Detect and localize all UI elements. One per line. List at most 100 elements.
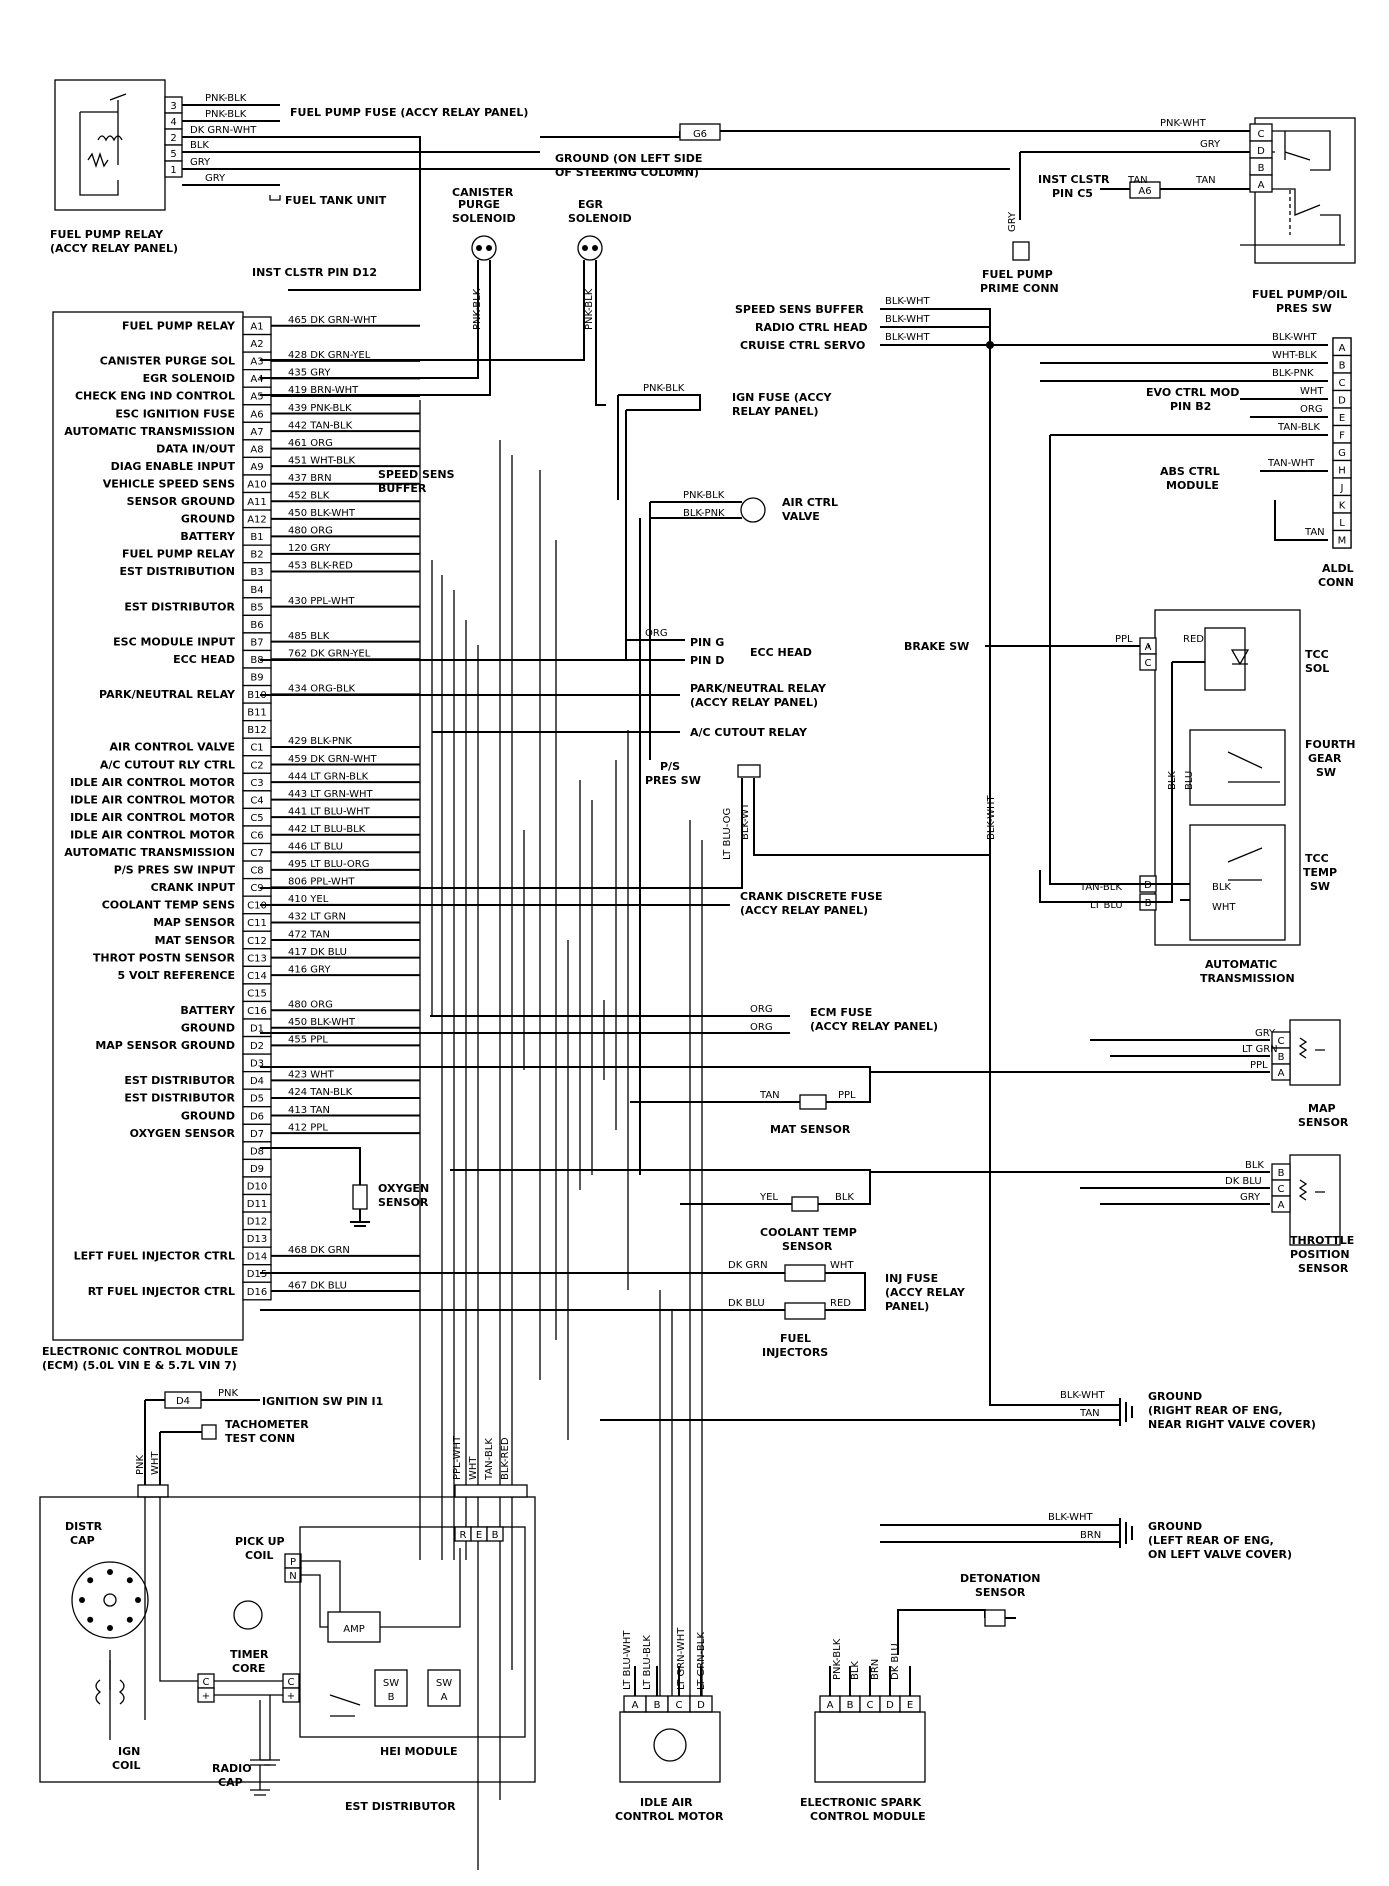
- ground-right: BLK-WHT TAN GROUND (RIGHT REAR OF ENG, N…: [600, 1390, 1316, 1431]
- injector-right: [784, 1302, 826, 1320]
- ecm-pin-function: MAP SENSOR: [153, 916, 235, 929]
- ecm-pin-function: GROUND: [181, 1022, 235, 1035]
- fp-oil-pin-label: C: [1258, 129, 1265, 140]
- svg-text:DK BLU: DK BLU: [728, 1298, 765, 1309]
- ecm-pin-id: B4: [250, 585, 263, 596]
- ecm-pin-function: AIR CONTROL VALVE: [109, 741, 235, 754]
- ecm-pin-id: D8: [250, 1146, 264, 1157]
- ground-steering-label-2: OF STEERING COLUMN): [555, 166, 699, 179]
- svg-text:BLK-WHT: BLK-WHT: [885, 314, 931, 325]
- svg-text:EGR: EGR: [578, 198, 604, 211]
- svg-text:GRY: GRY: [1240, 1192, 1261, 1203]
- svg-text:PNK-BLK: PNK-BLK: [643, 383, 685, 394]
- ecm-wire-label: 762 DK GRN-YEL: [288, 648, 371, 659]
- svg-text:BLU: BLU: [1184, 771, 1195, 790]
- svg-text:RED: RED: [1183, 634, 1204, 645]
- svg-text:A6: A6: [1138, 186, 1151, 197]
- svg-text:SOLENOID: SOLENOID: [568, 212, 632, 225]
- ecm-pin-function: FUEL PUMP RELAY: [122, 548, 236, 561]
- ecm-pin-function: IDLE AIR CONTROL MOTOR: [70, 811, 235, 824]
- svg-text:RELAY PANEL): RELAY PANEL): [732, 405, 819, 418]
- svg-text:SPEED SENS: SPEED SENS: [378, 468, 455, 481]
- sw-a: [427, 1669, 461, 1707]
- svg-text:OXYGEN: OXYGEN: [378, 1182, 429, 1195]
- svg-text:LT BLU-OG: LT BLU-OG: [722, 808, 733, 860]
- ecm-pin-id: C3: [250, 778, 263, 789]
- tps-outline: [1289, 1154, 1341, 1246]
- svg-text:PRES SW: PRES SW: [1276, 302, 1332, 315]
- svg-text:AUTOMATIC: AUTOMATIC: [1205, 958, 1277, 971]
- svg-text:BLK-WHT: BLK-WHT: [885, 296, 931, 307]
- prime-conn: [1012, 241, 1030, 261]
- sw-b: [374, 1669, 408, 1707]
- ecm-pin-function: EST DISTRIBUTION: [120, 565, 235, 578]
- svg-text:TAN: TAN: [1304, 527, 1325, 538]
- ecm-pin-id: B2: [250, 550, 263, 561]
- ecm-pin-function: CRANK INPUT: [151, 881, 236, 894]
- svg-text:RED: RED: [830, 1298, 851, 1309]
- svg-text:ELECTRONIC SPARK: ELECTRONIC SPARK: [800, 1796, 922, 1809]
- svg-text:MAP: MAP: [1308, 1102, 1336, 1115]
- relay-wire-5: GRY: [190, 157, 211, 168]
- aldl-pin-label: K: [1339, 501, 1346, 512]
- ecm-pin-id: D1: [250, 1024, 264, 1035]
- ecm-wire-label: 465 DK GRN-WHT: [288, 315, 377, 326]
- ecm-wire-label: 485 BLK: [288, 631, 330, 642]
- ecm-wire-label: 468 DK GRN: [288, 1245, 350, 1256]
- ecm-wire-label: 423 WHT: [288, 1070, 335, 1081]
- ecm-pin-id: D12: [247, 1217, 267, 1228]
- svg-text:TACHOMETER: TACHOMETER: [225, 1418, 309, 1431]
- aldl-pin-label: J: [1340, 483, 1344, 494]
- svg-text:LT BLU-BLK: LT BLU-BLK: [642, 1635, 653, 1690]
- svg-text:WHT: WHT: [1300, 386, 1324, 397]
- svg-text:SW: SW: [383, 1678, 399, 1689]
- svg-text:(RIGHT REAR OF ENG,: (RIGHT REAR OF ENG,: [1148, 1404, 1283, 1417]
- svg-text:C: C: [203, 1677, 210, 1688]
- svg-text:MODULE: MODULE: [1166, 479, 1219, 492]
- svg-text:TAN-BLK: TAN-BLK: [484, 1438, 495, 1481]
- relay-pin-label: 1: [170, 165, 176, 176]
- svg-text:PANEL): PANEL): [885, 1300, 929, 1313]
- svg-text:TCC: TCC: [1305, 852, 1329, 865]
- svg-text:PPL-WHT: PPL-WHT: [452, 1435, 463, 1480]
- svg-text:ORG: ORG: [750, 1022, 773, 1033]
- svg-text:BLK-WHT: BLK-WHT: [885, 332, 931, 343]
- svg-text:BLK-PNK: BLK-PNK: [683, 508, 725, 519]
- esc-pin-label: D: [886, 1700, 894, 1711]
- svg-text:PNK-BLK: PNK-BLK: [832, 1638, 843, 1680]
- ecm-pin-function: ECC HEAD: [173, 653, 235, 666]
- ecm-pin-id: D14: [247, 1252, 267, 1263]
- svg-text:GRY: GRY: [1200, 139, 1221, 150]
- ecm-pin-function: EST DISTRIBUTOR: [124, 1092, 235, 1105]
- svg-text:ORG: ORG: [750, 1004, 773, 1015]
- trans-pin: [1139, 653, 1157, 671]
- ecm-wire-label: 416 GRY: [288, 964, 331, 975]
- ecm-wire-label: 459 DK GRN-WHT: [288, 754, 377, 765]
- svg-text:ALDL: ALDL: [1322, 562, 1354, 575]
- svg-text:SENSOR: SENSOR: [975, 1586, 1026, 1599]
- svg-text:PURGE: PURGE: [458, 198, 500, 211]
- ecm-pin-id: B3: [250, 567, 263, 578]
- splice-g6: [679, 123, 721, 141]
- injector-left: [784, 1264, 826, 1282]
- svg-text:COOLANT TEMP: COOLANT TEMP: [760, 1226, 857, 1239]
- svg-text:P/S: P/S: [660, 760, 680, 773]
- svg-text:WHT: WHT: [468, 1456, 479, 1480]
- svg-text:IGN: IGN: [118, 1745, 140, 1758]
- svg-text:EVO CTRL MOD: EVO CTRL MOD: [1146, 386, 1239, 399]
- map-sensor: CBA GRY LT GRN PPL MAP SENSOR: [870, 1019, 1349, 1129]
- map-pin: [1271, 1063, 1291, 1081]
- svg-text:GEAR: GEAR: [1308, 752, 1342, 765]
- ecm-wire-label: 413 TAN: [288, 1105, 330, 1116]
- ecm-pin-id: D9: [250, 1164, 264, 1175]
- iac-pin-label: B: [654, 1700, 661, 1711]
- ecm-wire-label: 443 LT GRN-WHT: [288, 789, 374, 800]
- svg-text:PRIME CONN: PRIME CONN: [980, 282, 1059, 295]
- svg-text:SW: SW: [1310, 880, 1330, 893]
- ecm-pin-function: FUEL PUMP RELAY: [122, 320, 236, 333]
- svg-text:PNK: PNK: [135, 1454, 146, 1475]
